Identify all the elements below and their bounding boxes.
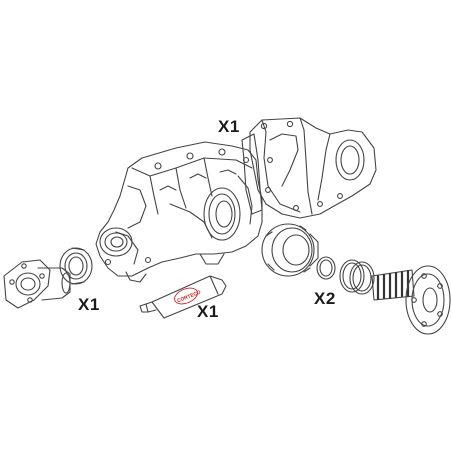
flange-quantity-label: X1 <box>78 295 100 314</box>
differential-housing <box>95 141 263 283</box>
snap-rings <box>316 256 375 295</box>
tube-quantity-label: X1 <box>197 302 219 321</box>
shaft-quantity-label: X2 <box>314 289 336 308</box>
differential-cover <box>241 117 377 219</box>
output-shaft <box>371 265 451 335</box>
housing-quantity-label: X1 <box>218 117 240 136</box>
bearing-carrier <box>261 223 319 277</box>
oil-seal <box>59 247 93 285</box>
